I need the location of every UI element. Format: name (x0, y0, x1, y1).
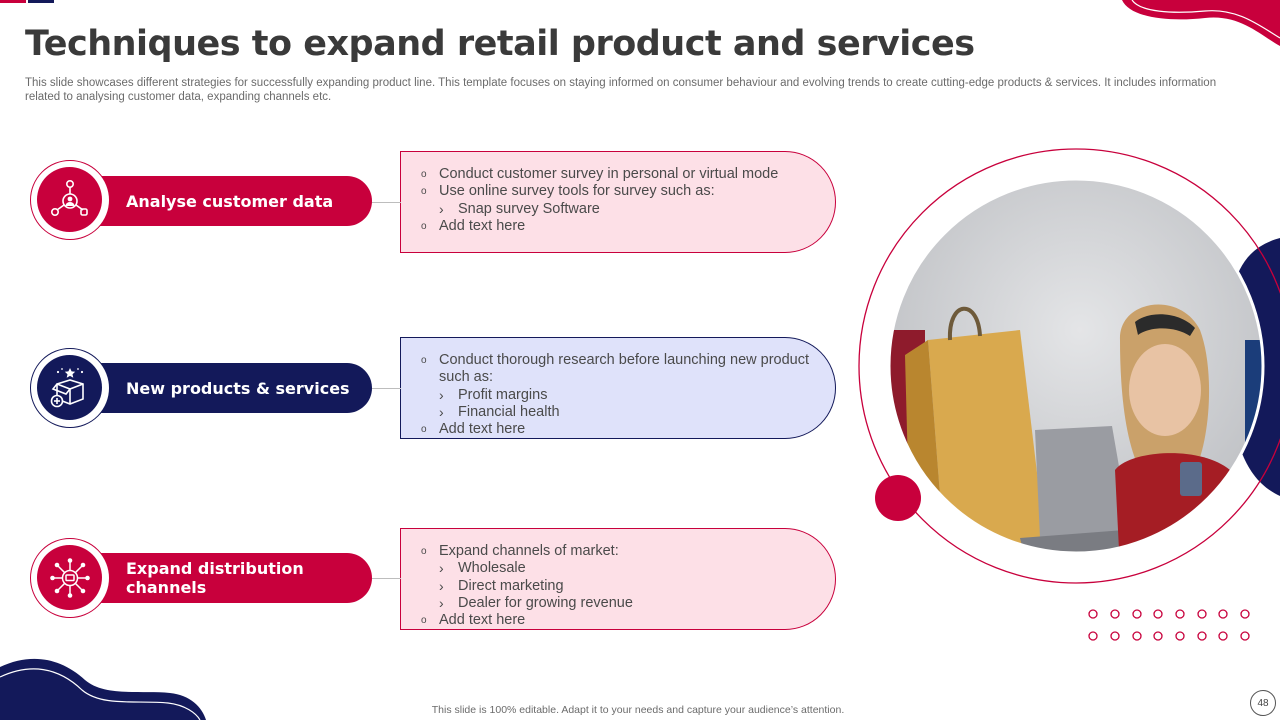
footer-note: This slide is 100% editable. Adapt it to… (431, 704, 845, 716)
sub-list-item: ›Dealer for growing revenue (439, 594, 633, 611)
network-user-icon (50, 179, 88, 216)
sub-list-item: ›Profit margins (439, 386, 548, 403)
connector-line-1 (370, 202, 401, 203)
dot-grid-decoration (1088, 609, 1250, 641)
label-analyse-customer-data: Analyse customer data (126, 191, 334, 211)
label-new-products-services: New products & services (126, 378, 350, 398)
bottom-left-wave-decoration (0, 658, 206, 720)
red-accent-dot (875, 475, 921, 521)
connector-line-3 (370, 578, 401, 579)
icon-badge-3 (30, 538, 110, 618)
sub-list-item: ›Direct marketing (439, 577, 564, 594)
connector-line-2 (370, 388, 401, 389)
sub-list-item: ›Financial health (439, 403, 560, 420)
icon-badge-1 (30, 160, 110, 240)
label-pill-expand-distribution-channels: Expand distribution channels (70, 553, 372, 603)
top-right-wave-decoration (1122, 0, 1280, 46)
accent-bar-navy (28, 0, 54, 3)
label-expand-distribution-channels: Expand distribution channels (126, 559, 304, 597)
sub-list-item: ›Wholesale (439, 560, 526, 577)
icon-badge-2 (30, 348, 110, 428)
photo-frame-illustration (858, 148, 1280, 584)
page-number: 48 (1250, 690, 1276, 716)
accent-bar-red (0, 0, 26, 3)
sub-list-item: ›Snap survey Software (439, 200, 600, 217)
page-title: Techniques to expand retail product and … (25, 24, 975, 64)
distribution-network-icon (49, 557, 90, 598)
label-pill-analyse-customer-data: Analyse customer data (70, 176, 372, 226)
label-pill-new-products-services: New products & services (70, 363, 372, 413)
new-product-box-icon (50, 367, 84, 407)
page-subtitle: This slide showcases different strategie… (25, 77, 1217, 103)
